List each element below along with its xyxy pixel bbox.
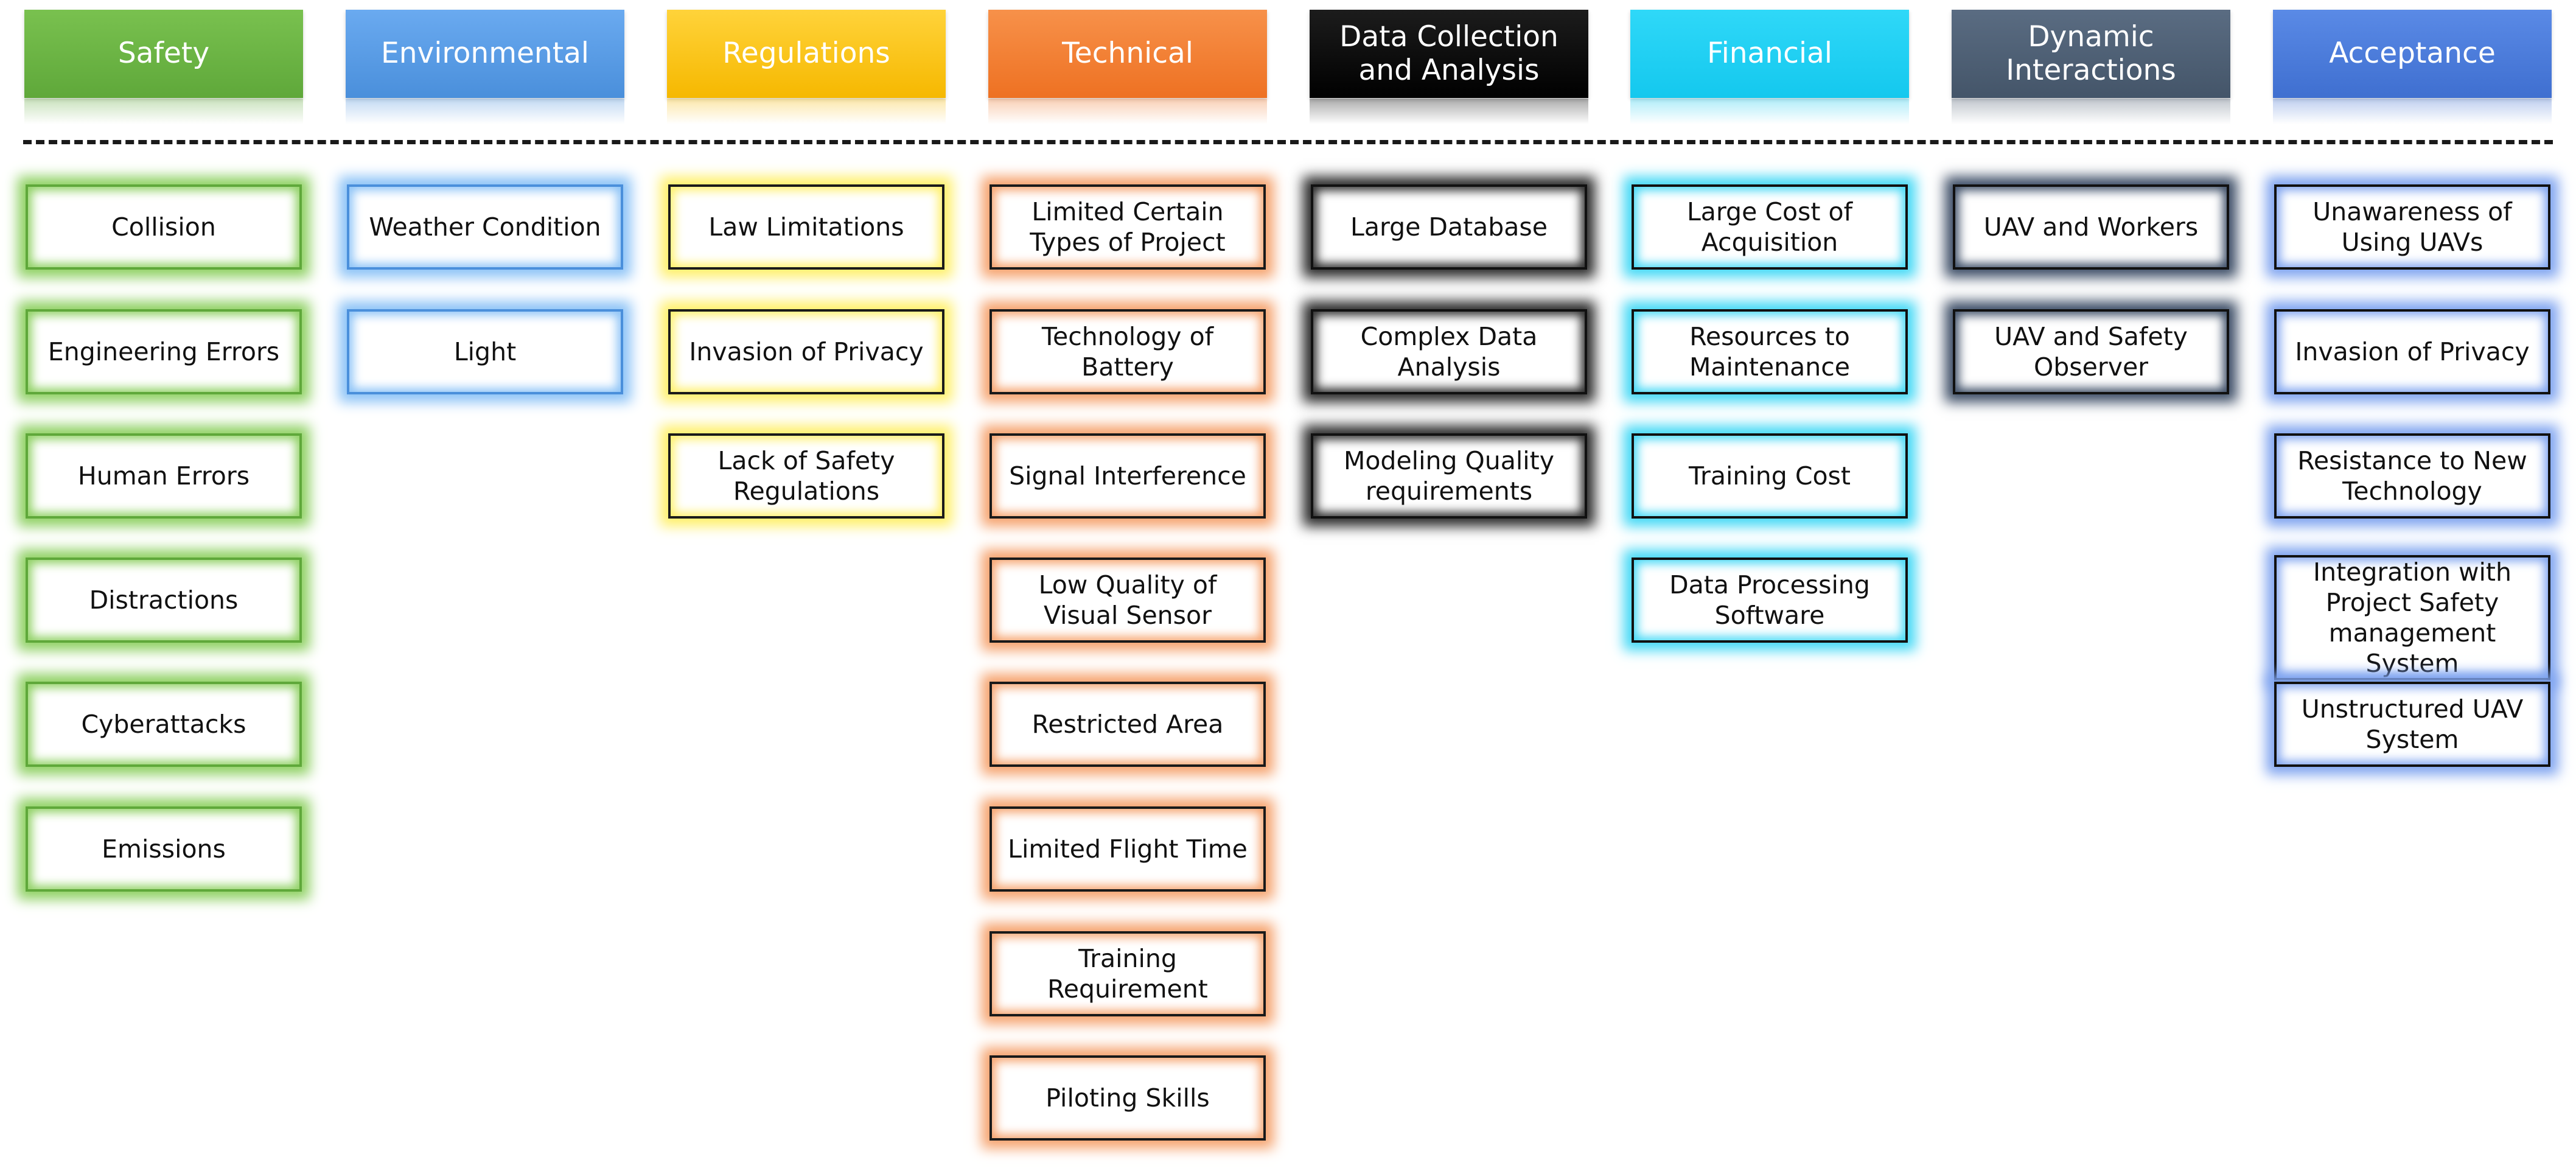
factor-box: Weather Condition bbox=[347, 184, 623, 270]
factor-box: Collision bbox=[26, 184, 302, 270]
factor-box: Large Cost of Acquisition bbox=[1632, 184, 1908, 270]
factor-box: Limited Certain Types of Project bbox=[990, 184, 1266, 270]
category-header-reflection bbox=[1310, 99, 1588, 124]
factor-box: Emissions bbox=[26, 806, 302, 892]
factor-box: Cyberattacks bbox=[26, 682, 302, 767]
factor-box: UAV and Safety Observer bbox=[1953, 309, 2229, 394]
factor-box: Resistance to New Technology bbox=[2274, 433, 2550, 519]
factor-box: Limited Flight Time bbox=[990, 806, 1266, 892]
factor-box: Light bbox=[347, 309, 623, 394]
factor-box: Law Limitations bbox=[668, 184, 944, 270]
factor-box: Signal Interference bbox=[990, 433, 1266, 519]
factor-box: Complex Data Analysis bbox=[1311, 309, 1587, 394]
category-header-reflection bbox=[1630, 99, 1909, 124]
factor-box: Low Quality of Visual Sensor bbox=[990, 558, 1266, 643]
factor-box: Training Cost bbox=[1632, 433, 1908, 519]
category-header-reflection bbox=[988, 99, 1267, 124]
factor-box: Invasion of Privacy bbox=[668, 309, 944, 394]
factor-box: Restricted Area bbox=[990, 682, 1266, 767]
factor-box: Integration with Project Safety manageme… bbox=[2274, 555, 2550, 680]
category-header: Environmental bbox=[346, 10, 624, 98]
category-header: Safety bbox=[24, 10, 303, 98]
factor-box: Large Database bbox=[1311, 184, 1587, 270]
factor-box: Unstructured UAV System bbox=[2274, 682, 2550, 767]
factor-box: Invasion of Privacy bbox=[2274, 309, 2550, 394]
dashed-divider bbox=[23, 140, 2553, 144]
category-header-reflection bbox=[667, 99, 946, 124]
factor-box: Data Processing Software bbox=[1632, 558, 1908, 643]
category-header-reflection bbox=[2273, 99, 2552, 124]
category-header-reflection bbox=[1952, 99, 2230, 124]
category-header: Regulations bbox=[667, 10, 946, 98]
factor-box: Engineering Errors bbox=[26, 309, 302, 394]
category-header: Acceptance bbox=[2273, 10, 2552, 98]
category-header: Financial bbox=[1630, 10, 1909, 98]
category-header-reflection bbox=[346, 99, 624, 124]
factor-box: Human Errors bbox=[26, 433, 302, 519]
category-header-reflection bbox=[24, 99, 303, 124]
factor-box: Resources to Maintenance bbox=[1632, 309, 1908, 394]
category-header: Dynamic Interactions bbox=[1952, 10, 2230, 98]
factor-box: Technology of Battery bbox=[990, 309, 1266, 394]
category-header: Technical bbox=[988, 10, 1267, 98]
factor-box: Distractions bbox=[26, 558, 302, 643]
category-header: Data Collection and Analysis bbox=[1310, 10, 1588, 98]
factor-box: Lack of Safety Regulations bbox=[668, 433, 944, 519]
factor-box: Modeling Quality requirements bbox=[1311, 433, 1587, 519]
factor-box: Unawareness of Using UAVs bbox=[2274, 184, 2550, 270]
factor-box: UAV and Workers bbox=[1953, 184, 2229, 270]
factor-box: Training Requirement bbox=[990, 931, 1266, 1016]
factor-box: Piloting Skills bbox=[990, 1055, 1266, 1141]
